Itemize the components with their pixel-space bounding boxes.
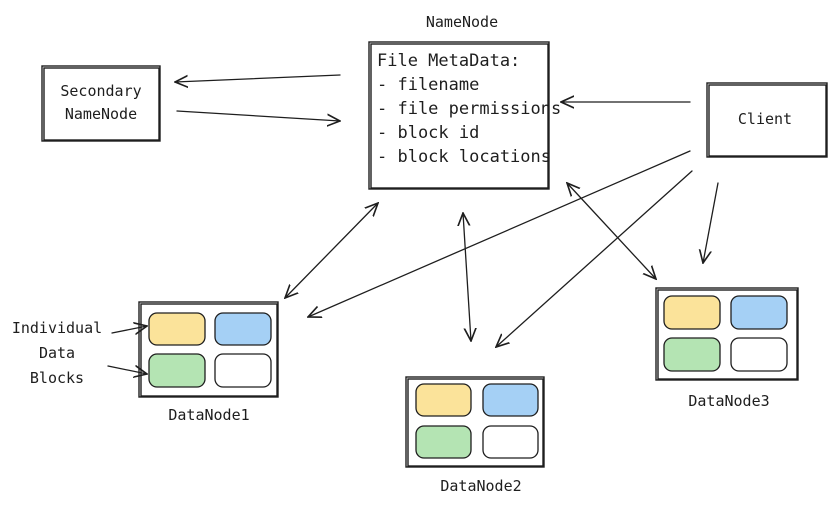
data-block-yellow [663,295,721,330]
arrow-client-to-datanode1 [308,150,691,317]
data-block-green [663,337,721,372]
client-label: Client [738,110,792,128]
datanode1-label: DataNode1 [168,406,249,424]
secondary-namenode-label: Secondary [60,82,141,100]
data-block-blue [482,383,539,417]
namenode-meta-line: File MetaData: [377,51,520,71]
annotation-label: Data [39,344,75,362]
annotation-label: Blocks [30,369,84,387]
datanode1-box [138,301,279,398]
arrow-namenode-to-secondary [175,74,341,82]
secondary-namenode-label: NameNode [65,105,137,123]
namenode-meta-line: - block id [377,123,479,143]
data-block-white [214,353,272,388]
arrow-namenode-datanode2 [463,213,471,341]
namenode-meta-line: - block locations [377,147,551,167]
data-block-yellow [415,383,472,417]
arrow-namenode-datanode1 [285,203,378,298]
namenode-meta-line: - file permissions [377,99,561,119]
data-block-blue [214,312,272,346]
arrow-secondary-to-namenode [176,110,340,121]
data-block-green [148,353,206,388]
arrow-annotation-to-block1 [111,326,147,333]
annotation-label: Individual [12,319,102,337]
secondary-namenode-box: Secondary NameNode [41,65,161,142]
namenode-meta-line: - filename [377,75,479,95]
data-block-yellow [148,312,206,346]
datanode2-label: DataNode2 [440,477,521,495]
data-block-white [482,425,539,459]
arrow-namenode-datanode3 [567,183,656,279]
arrow-client-to-datanode2 [496,170,693,347]
namenode-box: File MetaData: - filename - file permiss… [368,41,561,190]
namenode-title: NameNode [426,13,498,31]
data-block-green [415,425,472,459]
datanode3-label: DataNode3 [688,392,769,410]
datanode2-box [405,376,545,468]
arrow-annotation-to-block2 [107,366,147,374]
client-box: Client [706,82,828,158]
datanode3-box [655,287,799,381]
arrow-client-to-datanode3 [703,182,719,263]
data-block-blue [730,295,788,330]
data-block-white [730,337,788,372]
